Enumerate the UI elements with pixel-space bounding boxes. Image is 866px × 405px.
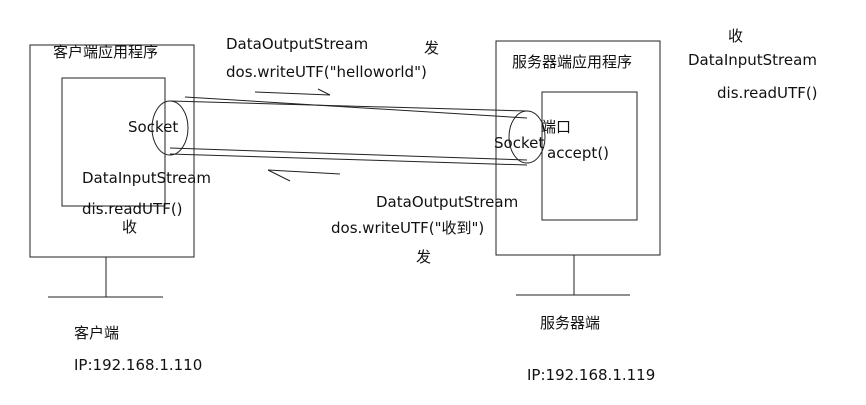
client-machine-name: 客户端: [74, 324, 120, 342]
server-receive-label: 收: [728, 27, 744, 45]
client-input-stream: DataInputStream: [82, 169, 211, 187]
server-socket-label: Socket: [494, 134, 545, 152]
server-input-stream: DataInputStream: [688, 51, 817, 69]
server-read-call: dis.readUTF(): [717, 84, 818, 102]
arrow-to-client-head: [267, 169, 291, 182]
client-read-call: dis.readUTF(): [82, 200, 183, 218]
server-machine-name: 服务器端: [540, 314, 601, 332]
server-port-label: 端口: [541, 118, 572, 136]
arrow-to-server-shaft: [254, 91, 331, 96]
client-monitor-frame: [29, 44, 195, 258]
arrow-to-server-head: [317, 88, 331, 96]
flow-to-server-send-label: 发: [424, 39, 440, 57]
flow-to-server-output-stream: DataOutputStream: [226, 35, 369, 53]
client-socket-label: Socket: [128, 118, 179, 136]
client-receive-label: 收: [122, 218, 138, 236]
flow-to-client-send-label: 发: [416, 248, 432, 266]
server-app-inner-frame: [541, 91, 638, 221]
arrow-to-client-shaft: [267, 169, 341, 175]
inner-line-bottom: [169, 147, 528, 161]
client-app-inner-frame: [61, 77, 166, 207]
client-app-title: 客户端应用程序: [53, 43, 159, 61]
connection-line-bottom: [169, 153, 528, 166]
server-accept-call: accept(): [547, 144, 610, 162]
flow-to-server-write-call: dos.writeUTF("helloworld"): [226, 63, 427, 81]
flow-to-client-output-stream: DataOutputStream: [376, 193, 519, 211]
flow-to-client-write-call: dos.writeUTF("收到"): [331, 219, 485, 237]
client-ip: IP:192.168.1.110: [74, 356, 203, 374]
inner-line-top: [184, 96, 528, 119]
connection-line-top: [169, 100, 528, 112]
server-ip: IP:192.168.1.119: [527, 366, 656, 384]
server-monitor-frame: [495, 40, 661, 256]
server-app-title: 服务器端应用程序: [512, 53, 633, 71]
